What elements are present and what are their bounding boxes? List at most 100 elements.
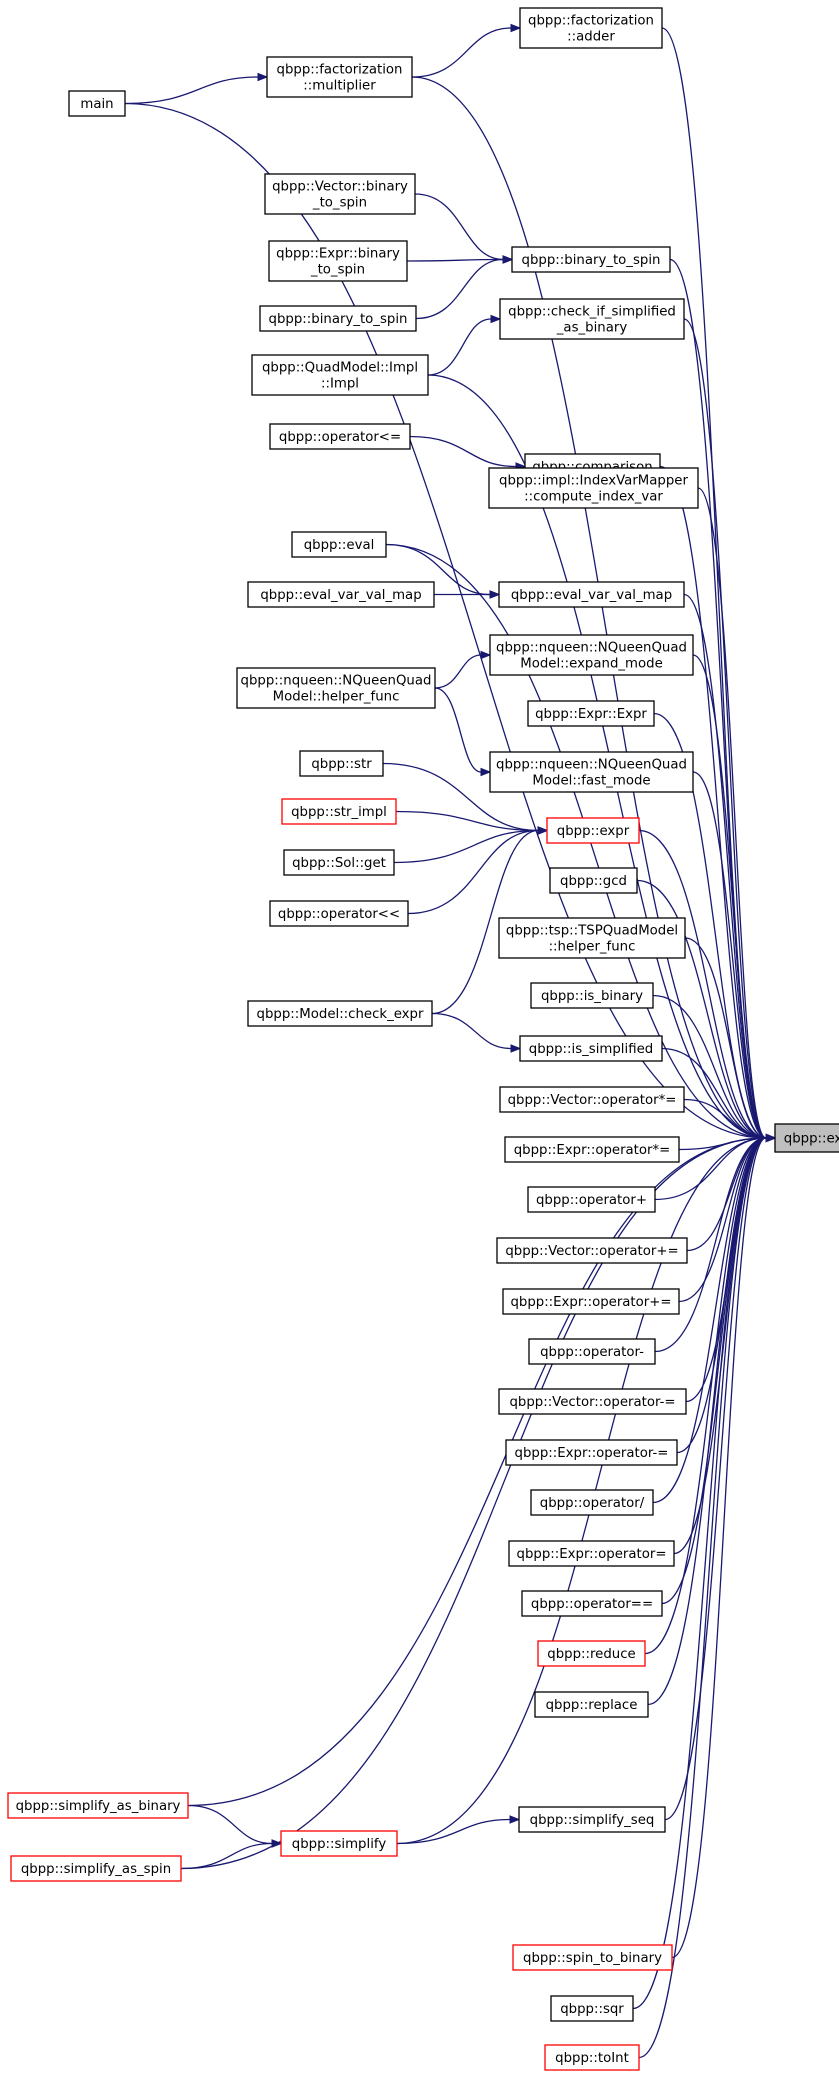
node-label: qbpp::operator<< xyxy=(278,907,400,922)
node-vec_mul_eq[interactable]: qbpp::Vector::operator*= xyxy=(499,1086,685,1113)
node-box xyxy=(259,305,417,332)
node-gcd[interactable]: qbpp::gcd xyxy=(549,867,638,894)
node-expr_ctor[interactable]: qbpp::Expr::Expr xyxy=(527,700,655,727)
node-eval[interactable]: qbpp::eval xyxy=(291,531,387,558)
node-spin2bin[interactable]: qbpp::spin_to_binary xyxy=(512,1944,673,1971)
node-op_le[interactable]: qbpp::operator<= xyxy=(269,423,411,450)
edge-arrowhead xyxy=(537,826,549,835)
node-label: qbpp::replace xyxy=(546,1698,638,1713)
node-label: qbpp::simplify_seq xyxy=(530,1813,655,1828)
node-check_expr[interactable]: qbpp::Model::check_expr xyxy=(247,1000,433,1027)
node-label: Model::fast_mode xyxy=(532,774,650,789)
node-simplify[interactable]: qbpp::simplify xyxy=(280,1830,398,1857)
node-is_simplified[interactable]: qbpp::is_simplified xyxy=(519,1035,663,1062)
node-tsp_helper[interactable]: qbpp::tsp::TSPQuadModel::helper_func xyxy=(498,917,686,959)
node-reduce[interactable]: qbpp::reduce xyxy=(537,1640,646,1667)
node-replace[interactable]: qbpp::replace xyxy=(534,1691,649,1718)
edge-line xyxy=(180,1842,273,1870)
node-box xyxy=(546,817,640,844)
node-label: qbpp::Expr::operator+= xyxy=(510,1295,671,1310)
node-op_shl[interactable]: qbpp::operator<< xyxy=(269,900,409,927)
node-box xyxy=(519,1035,663,1062)
node-toint[interactable]: qbpp::toInt xyxy=(544,2044,640,2071)
node-box xyxy=(251,354,429,396)
node-label: Model::expand_mode xyxy=(520,657,663,672)
node-simpl_bin[interactable]: qbpp::simplify_as_binary xyxy=(7,1792,189,1819)
node-main[interactable]: main xyxy=(68,90,126,117)
node-label: _to_spin xyxy=(310,263,365,278)
edge-main-to-expr_target xyxy=(124,102,777,1143)
node-box xyxy=(505,1439,678,1466)
node-box xyxy=(280,1830,398,1857)
node-box xyxy=(530,982,654,1009)
node-label: qbpp::simplify_as_spin xyxy=(21,1862,171,1877)
edge-line xyxy=(692,771,767,1139)
edge-arrowhead xyxy=(510,1044,522,1053)
edge-line xyxy=(382,762,539,832)
node-label: qbpp::binary_to_spin xyxy=(522,253,661,268)
edge-quad_impl-to-check_simpl xyxy=(427,314,502,376)
node-sol_get[interactable]: qbpp::Sol::get xyxy=(283,849,395,876)
node-label: qbpp::Vector::binary xyxy=(272,180,408,195)
node-fact_adder[interactable]: qbpp::factorization::adder xyxy=(519,7,663,49)
node-expr_mid[interactable]: qbpp::expr xyxy=(546,817,640,844)
node-vec_minus_eq[interactable]: qbpp::Vector::operator-= xyxy=(498,1388,687,1415)
node-expr_plus_eq[interactable]: qbpp::Expr::operator+= xyxy=(502,1288,680,1315)
edge-line xyxy=(647,1137,767,1706)
node-nq_helper[interactable]: qbpp::nqueen::NQueenQuadModel::helper_fu… xyxy=(236,667,436,709)
edge-arrowhead xyxy=(502,255,514,264)
node-str[interactable]: qbpp::str xyxy=(299,750,384,777)
edge-fact_mult-to-fact_adder xyxy=(411,23,522,78)
node-vec_b2s[interactable]: qbpp::Vector::binary_to_spin xyxy=(264,173,416,215)
node-box xyxy=(489,751,694,793)
node-expr_b2s[interactable]: qbpp::Expr::binary_to_spin xyxy=(268,240,408,282)
node-expr_mul_eq[interactable]: qbpp::Expr::operator*= xyxy=(504,1136,680,1163)
node-expr_target[interactable]: qbpp::expr xyxy=(774,1123,839,1153)
node-check_simpl[interactable]: qbpp::check_if_simplified_as_binary xyxy=(499,298,685,340)
node-is_binary[interactable]: qbpp::is_binary xyxy=(530,982,654,1009)
node-box xyxy=(269,900,409,927)
edge-op_shl-to-expr_mid xyxy=(407,826,549,915)
node-box xyxy=(268,240,408,282)
edge-vec_b2s-to-b2s_mid xyxy=(414,193,514,264)
node-box xyxy=(498,1388,687,1415)
node-simpl_spin[interactable]: qbpp::simplify_as_spin xyxy=(10,1855,182,1882)
node-sqr[interactable]: qbpp::sqr xyxy=(550,1995,634,2022)
node-simplify_seq[interactable]: qbpp::simplify_seq xyxy=(518,1806,666,1833)
edge-line xyxy=(431,1012,512,1050)
node-op_div[interactable]: qbpp::operator/ xyxy=(530,1489,654,1516)
edge-line xyxy=(636,879,767,1139)
node-b2s_mid[interactable]: qbpp::binary_to_spin xyxy=(511,246,671,273)
edge-arrowhead xyxy=(510,23,522,33)
node-eval_map_mid[interactable]: qbpp::eval_var_val_map xyxy=(498,581,685,608)
node-str_impl[interactable]: qbpp::str_impl xyxy=(281,798,397,825)
node-eval_map_left[interactable]: qbpp::eval_var_val_map xyxy=(247,581,435,608)
edge-line xyxy=(638,1137,767,2059)
edge-line xyxy=(678,1137,767,1303)
edge-line xyxy=(396,1818,511,1845)
node-op_plus[interactable]: qbpp::operator+ xyxy=(527,1186,656,1213)
node-vec_plus_eq[interactable]: qbpp::Vector::operator+= xyxy=(496,1237,688,1264)
node-label: ::compute_index_var xyxy=(524,490,663,505)
node-index_var[interactable]: qbpp::impl::IndexVarMapper::compute_inde… xyxy=(488,467,699,509)
node-label: _as_binary xyxy=(556,321,628,336)
node-b2s_left[interactable]: qbpp::binary_to_spin xyxy=(259,305,417,332)
edge-line xyxy=(654,1137,767,1353)
node-op_eq[interactable]: qbpp::operator== xyxy=(521,1590,663,1617)
node-box xyxy=(530,1489,654,1516)
node-box xyxy=(544,2044,640,2071)
node-fact_mult[interactable]: qbpp::factorization::multiplier xyxy=(266,56,413,98)
node-box xyxy=(534,1691,649,1718)
node-op_minus[interactable]: qbpp::operator- xyxy=(528,1338,656,1365)
node-box xyxy=(511,246,671,273)
node-box xyxy=(508,1540,675,1567)
node-expr_minus_eq[interactable]: qbpp::Expr::operator-= xyxy=(505,1439,678,1466)
edge-line xyxy=(434,654,482,689)
node-box xyxy=(550,1995,634,2022)
node-expr_assign[interactable]: qbpp::Expr::operator= xyxy=(508,1540,675,1567)
node-nq_expand[interactable]: qbpp::nqueen::NQueenQuadModel::expand_mo… xyxy=(489,634,694,676)
node-label: qbpp::Expr::operator= xyxy=(517,1547,667,1562)
node-quad_impl[interactable]: qbpp::QuadModel::Impl::Impl xyxy=(251,354,429,396)
edge-line xyxy=(434,687,482,773)
